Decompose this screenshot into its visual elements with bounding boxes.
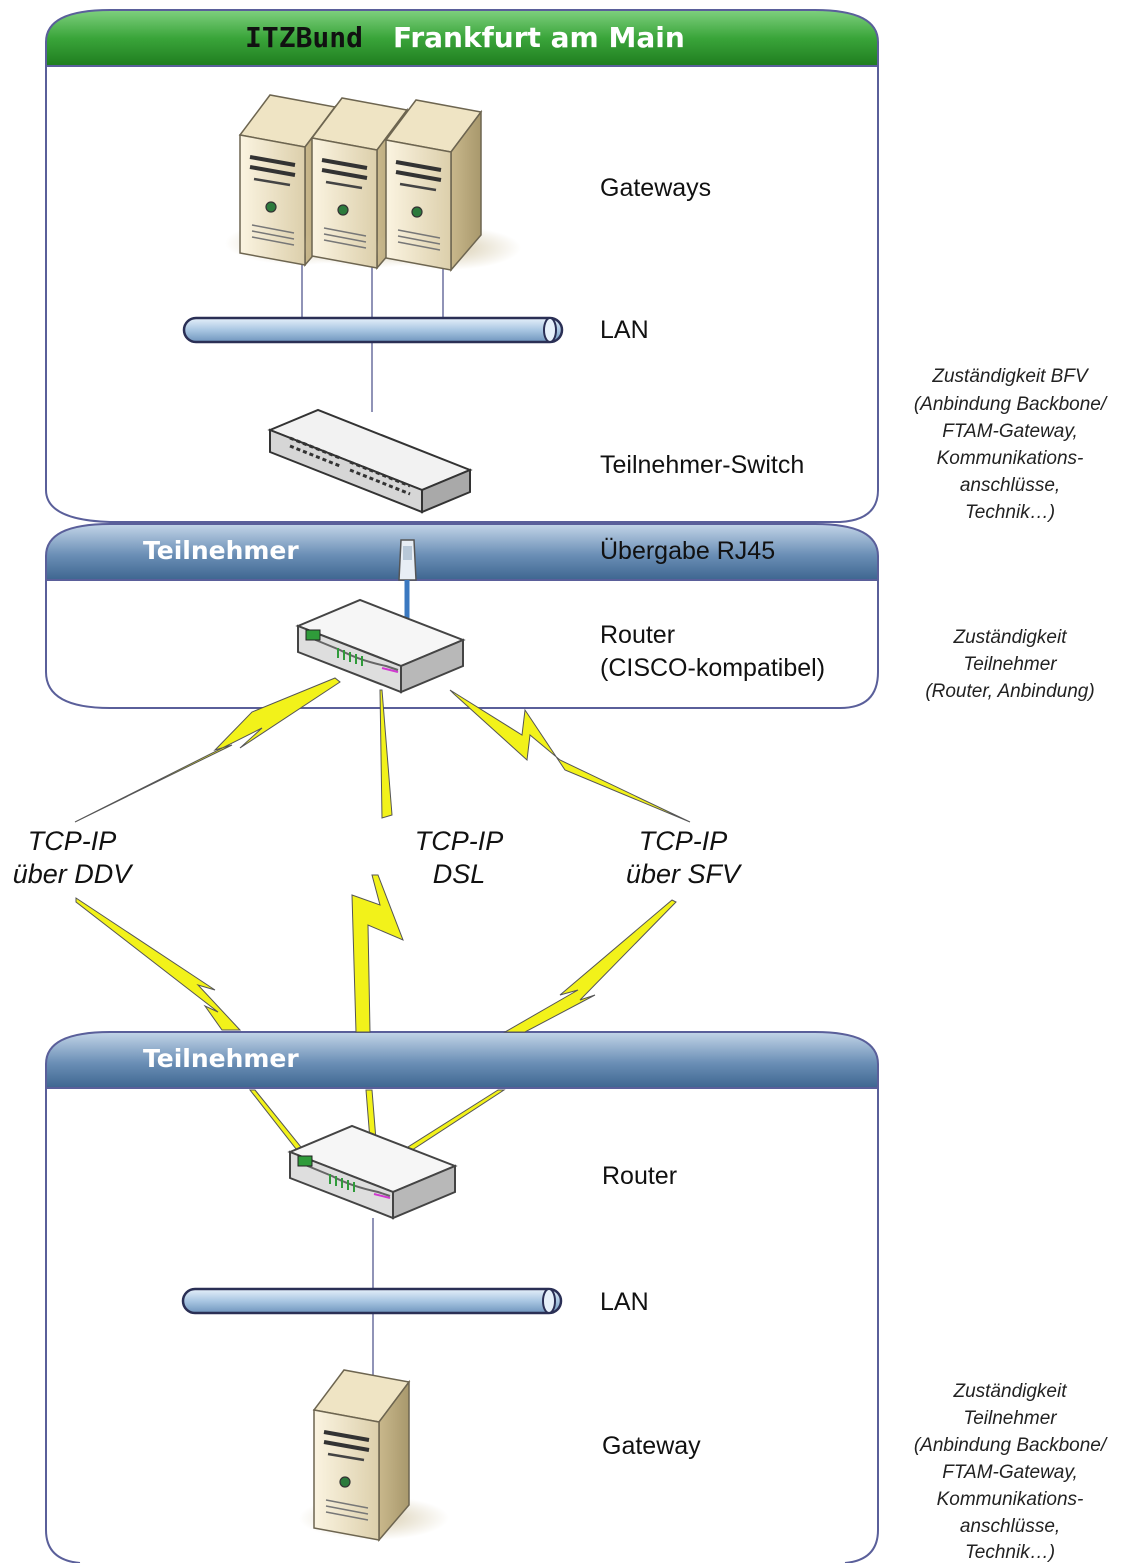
lan-pipe-upper bbox=[182, 316, 564, 412]
link-dsl-label-1: TCP-IP bbox=[415, 826, 504, 856]
gateways-label: Gateways bbox=[600, 174, 711, 202]
lan-label-upper: LAN bbox=[600, 316, 649, 344]
header-location: Frankfurt am Main bbox=[393, 21, 685, 54]
lan-label-lower: LAN bbox=[600, 1288, 649, 1316]
responsibility-bfv-line: Kommunikations- bbox=[937, 448, 1084, 469]
router-label-upper: Router bbox=[600, 621, 675, 649]
switch-icon bbox=[267, 408, 473, 514]
responsibility-router-line: Teilnehmer bbox=[963, 654, 1057, 675]
rj45-plug-icon bbox=[398, 539, 417, 618]
responsibility-participant-line: anschlüsse, bbox=[960, 1516, 1060, 1537]
link-ddv-lightning bbox=[74, 677, 341, 1031]
responsibility-participant-line: (Anbindung Backbone/ bbox=[914, 1435, 1108, 1456]
gateway-server-icons bbox=[223, 93, 523, 320]
responsibility-bfv-line: Technik…) bbox=[965, 502, 1055, 523]
gateway-server-icon bbox=[297, 1368, 451, 1542]
link-sfv-lightning bbox=[449, 689, 691, 1033]
responsibility-participant-line: Kommunikations- bbox=[937, 1489, 1084, 1510]
responsibility-bfv-line: FTAM-Gateway, bbox=[942, 421, 1077, 442]
link-sfv-label-1: TCP-IP bbox=[639, 826, 728, 856]
responsibility-router-line: Zuständigkeit bbox=[952, 627, 1067, 648]
header-band bbox=[45, 9, 879, 67]
responsibility-bfv-line: anschlüsse, bbox=[960, 475, 1060, 496]
responsibility-participant-line: Technik…) bbox=[965, 1542, 1055, 1563]
router-icon-lower bbox=[289, 1125, 456, 1219]
link-ddv-label-2: über DDV bbox=[13, 859, 135, 889]
router-label-lower: Router bbox=[602, 1162, 677, 1190]
header-org: ITZBund bbox=[245, 21, 363, 54]
responsibility-router-line: (Router, Anbindung) bbox=[925, 681, 1094, 702]
responsibility-participant-line: FTAM-Gateway, bbox=[942, 1462, 1077, 1483]
link-ddv-label-1: TCP-IP bbox=[28, 826, 117, 856]
link-sfv-label-2: über SFV bbox=[626, 859, 743, 889]
participant-band-lower-label: Teilnehmer bbox=[143, 1044, 299, 1073]
lan-pipe-lower bbox=[181, 1218, 563, 1375]
lower-site-frame bbox=[45, 1070, 879, 1563]
switch-label: Teilnehmer-Switch bbox=[600, 451, 804, 479]
gateway-label: Gateway bbox=[602, 1432, 701, 1460]
participant-band-lower bbox=[45, 1031, 879, 1089]
responsibility-participant-line: Zuständigkeit bbox=[952, 1381, 1067, 1402]
responsibility-participant-note: Zuständigkeit Teilnehmer (Anbindung Back… bbox=[914, 1381, 1108, 1563]
handover-label: Übergabe RJ45 bbox=[600, 537, 775, 565]
responsibility-participant-line: Teilnehmer bbox=[963, 1408, 1057, 1429]
participant-band-upper-label: Teilnehmer bbox=[143, 536, 299, 565]
responsibility-bfv-line: (Anbindung Backbone/ bbox=[914, 394, 1108, 415]
responsibility-bfv-line: Zuständigkeit BFV bbox=[931, 366, 1090, 387]
link-dsl-lightning bbox=[351, 689, 404, 1033]
participant-band-upper bbox=[45, 523, 879, 581]
upper-router-frame bbox=[45, 560, 879, 709]
responsibility-bfv-note: Zuständigkeit BFV (Anbindung Backbone/ F… bbox=[914, 366, 1108, 523]
router-compat-label: (CISCO-kompatibel) bbox=[600, 654, 825, 682]
responsibility-router-note: Zuständigkeit Teilnehmer (Router, Anbind… bbox=[925, 627, 1094, 702]
link-dsl-label-2: DSL bbox=[433, 859, 486, 889]
